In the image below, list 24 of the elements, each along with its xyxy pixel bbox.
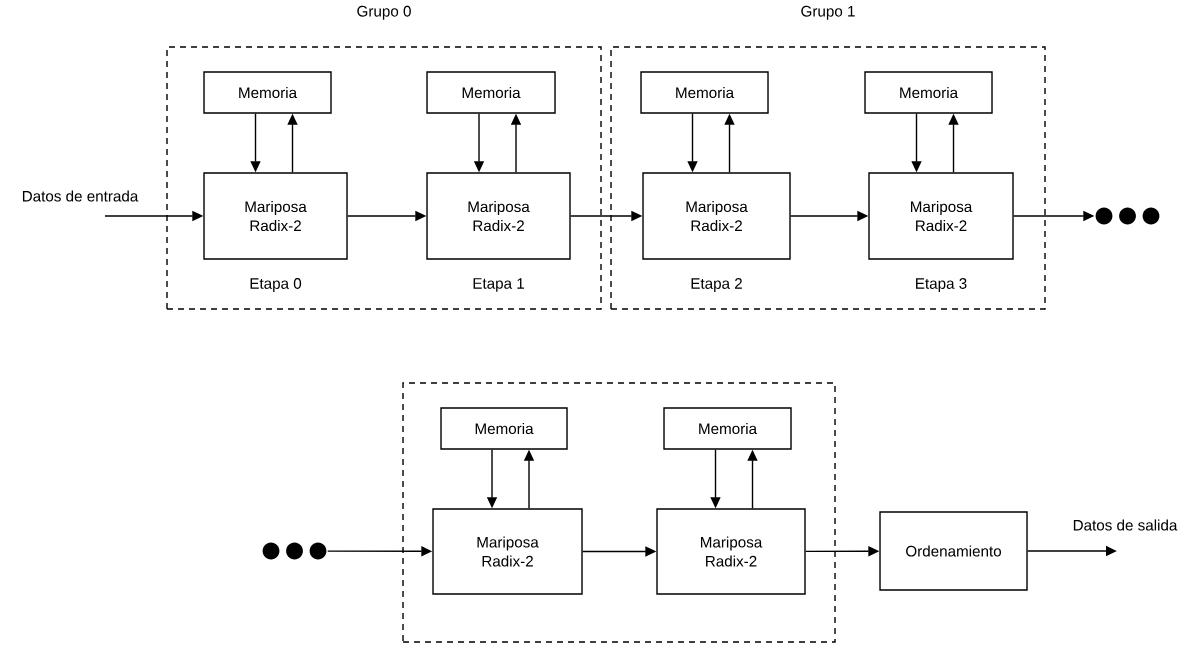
process-box: Mariposa Radix-2 <box>642 172 791 260</box>
process-box: Mariposa Radix-2 <box>426 172 571 260</box>
memory-box: Memoria <box>864 71 993 114</box>
process-box: Mariposa Radix-2 <box>432 508 583 595</box>
edge-label: Datos de entrada <box>22 190 139 202</box>
memory-box: Memoria <box>440 407 568 450</box>
group-label: Grupo 1 <box>801 5 855 20</box>
process-box: Mariposa Radix-2 <box>203 172 348 260</box>
ellipsis-dots <box>1095 207 1160 225</box>
stage-label: Etapa 2 <box>691 278 742 292</box>
memory-box: Memoria <box>640 71 769 114</box>
memory-box: Memoria <box>203 71 332 114</box>
memory-box: Memoria <box>663 407 792 450</box>
stage-label: Etapa 0 <box>250 278 302 292</box>
stage-label: Etapa 1 <box>473 278 524 292</box>
stage-label: Etapa 3 <box>916 278 967 292</box>
edge-label: Datos de salida <box>1073 519 1178 531</box>
ellipsis-dots <box>262 542 327 560</box>
group-label: Grupo 0 <box>357 5 411 20</box>
process-box: Ordenamiento <box>879 511 1028 591</box>
process-box: Mariposa Radix-2 <box>868 172 1014 260</box>
dashed-group-box <box>402 382 836 643</box>
memory-box: Memoria <box>426 71 556 114</box>
process-box: Mariposa Radix-2 <box>656 508 806 595</box>
